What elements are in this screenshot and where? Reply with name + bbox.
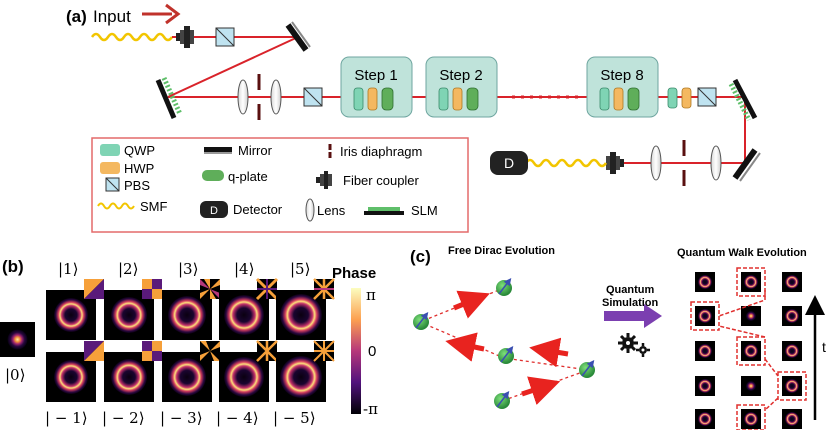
input-arrow (142, 3, 181, 25)
pbs-2 (303, 87, 323, 107)
legend-slm: SLM (411, 203, 438, 218)
legend-qwp-icon (100, 144, 120, 156)
step-2-label: Step 2 (439, 67, 482, 84)
kets-top: |1⟩ |2⟩ |3⟩ |4⟩ |5⟩ (58, 260, 310, 278)
legend-detector-icon: D (200, 201, 228, 218)
legend-lens-icon (305, 198, 315, 222)
particle-3 (498, 346, 514, 364)
qwp-out (667, 87, 678, 109)
mirror-bottom (732, 148, 761, 182)
legend-qwp: QWP (124, 143, 155, 158)
ket-top-2: |2⟩ (118, 260, 138, 278)
pbs-input (215, 27, 235, 47)
step-2-box: Step 2 (425, 56, 498, 118)
simulation-label: Simulation (602, 297, 659, 309)
ket-bottom-2: | − 2⟩ (102, 409, 145, 427)
phase-colorbar (351, 288, 361, 414)
step-8-label: Step 8 (600, 67, 643, 84)
detector-text: D (504, 155, 514, 171)
lens-4 (650, 145, 662, 181)
legend-fiber: Fiber coupler (343, 173, 420, 188)
ket-top-1: |1⟩ (58, 260, 78, 278)
gears-icon (618, 333, 650, 357)
simulation-arrow (604, 304, 662, 328)
fiber-coupler-input (176, 26, 194, 48)
svg-text:D: D (210, 205, 218, 217)
step-8-box: Step 8 (586, 56, 659, 118)
input-smf (90, 32, 174, 42)
legend-hwp: HWP (124, 161, 154, 176)
time-label: t (822, 339, 826, 355)
ket-top-5: |5⟩ (290, 260, 310, 278)
particle-2 (413, 312, 429, 330)
panel-c-label: (c) (410, 247, 431, 266)
legend-qplate: q-plate (228, 169, 268, 184)
slm-left (155, 76, 183, 119)
legend-smf: SMF (140, 199, 168, 214)
ket-bottom-1: | − 1⟩ (45, 409, 88, 427)
legend-lens: Lens (317, 203, 346, 218)
legend-box: QWP HWP PBS SMF Mirror q-plate D Detecto… (91, 137, 469, 233)
lens-1 (237, 79, 249, 115)
particle-4 (579, 360, 595, 378)
walk-title: Quantum Walk Evolution (677, 247, 807, 259)
kets-bottom: | − 1⟩ | − 2⟩ | − 3⟩ | − 4⟩ | − 5⟩ (45, 409, 316, 427)
legend-mirror-icon (204, 147, 232, 154)
particle-1 (496, 278, 512, 296)
panel-b-label: (b) (2, 257, 24, 276)
phase-title: Phase (332, 265, 376, 282)
dirac-title: Free Dirac Evolution (448, 245, 555, 257)
walk-highlights (690, 267, 807, 430)
ket-zero: |0⟩ (5, 366, 25, 384)
modes-bottom-row (46, 340, 335, 402)
phase-tick-zero: 0 (368, 343, 376, 360)
output-smf (524, 158, 608, 168)
legend-qplate-icon (202, 170, 224, 181)
step-1-label: Step 1 (354, 67, 397, 84)
particle-5 (494, 391, 510, 409)
legend-hwp-icon (100, 162, 120, 174)
slm-right (728, 78, 758, 122)
walk-grid (695, 272, 802, 429)
ket-top-4: |4⟩ (234, 260, 254, 278)
ket-bottom-3: | − 3⟩ (160, 409, 203, 427)
ket-top-3: |3⟩ (178, 260, 198, 278)
legend-fiber-icon (316, 171, 332, 189)
legend-smf-icon (97, 202, 135, 210)
detector: D (490, 151, 528, 175)
lens-2 (270, 79, 282, 115)
panel-a-label: (a) (66, 7, 87, 26)
legend-mirror: Mirror (238, 143, 273, 158)
phase-tick-pi: π (366, 286, 376, 304)
lens-3 (710, 145, 722, 181)
step-1-box: Step 1 (340, 56, 413, 118)
dirac-trajectory (413, 278, 595, 409)
quantum-label: Quantum (606, 284, 654, 296)
legend-iris: Iris diaphragm (340, 144, 422, 159)
legend-slm-icon (364, 207, 404, 215)
input-label: Input (93, 7, 131, 26)
legend-pbs-icon (105, 177, 120, 192)
pbs-out (697, 87, 717, 107)
hwp-out (681, 87, 692, 109)
ket-bottom-5: | − 5⟩ (273, 409, 316, 427)
phase-tick-minus-pi: -π (363, 400, 378, 418)
legend-detector: Detector (233, 202, 283, 217)
mirror-top (285, 21, 311, 52)
legend-pbs: PBS (124, 178, 150, 193)
ket-bottom-4: | − 4⟩ (216, 409, 259, 427)
fiber-coupler-output (606, 152, 624, 174)
modes-top-row (46, 277, 335, 340)
